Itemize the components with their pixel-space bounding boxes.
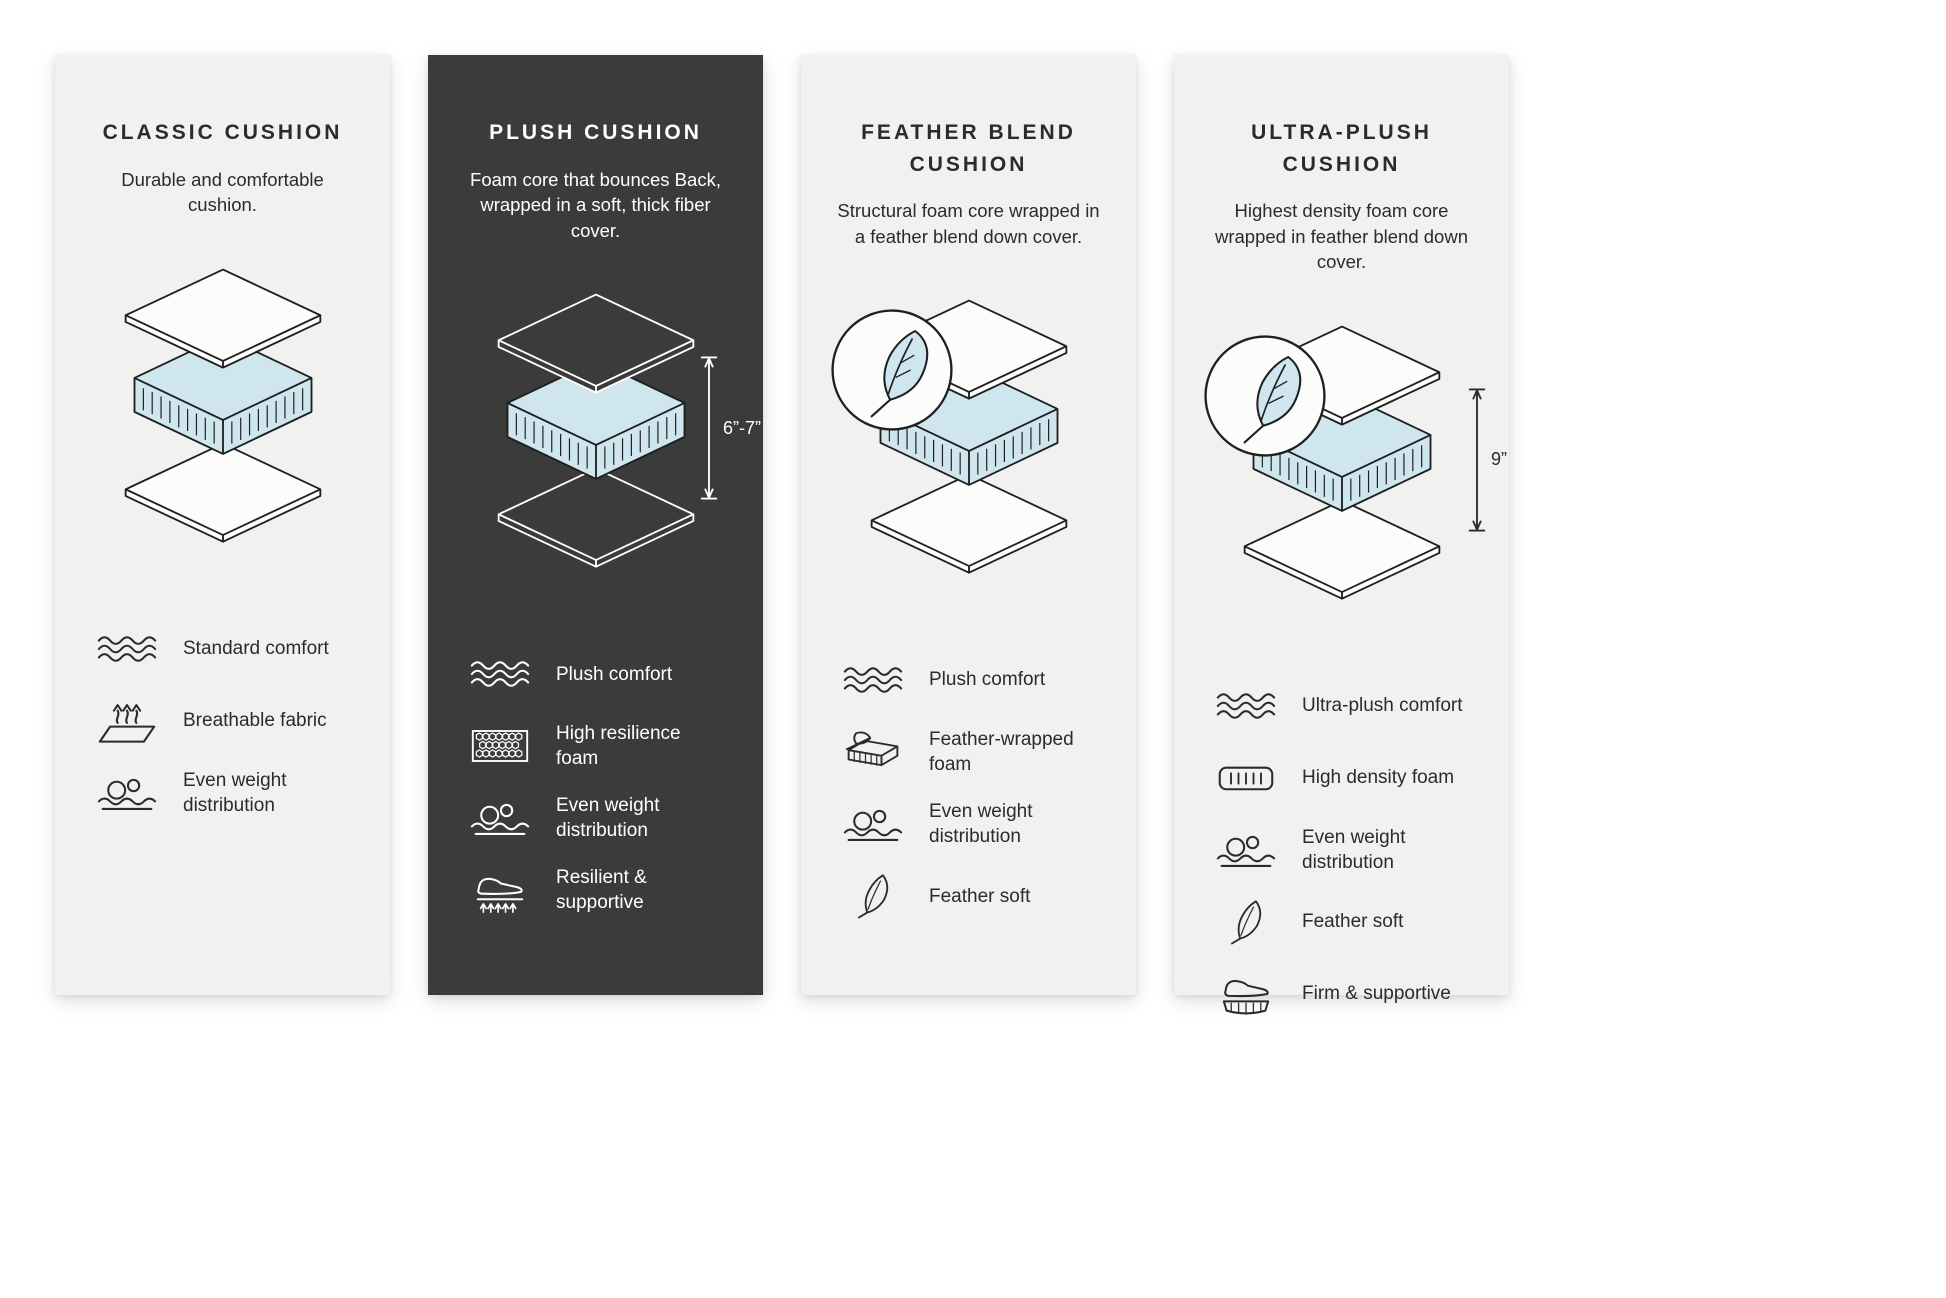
feature-label: Even weight distribution <box>556 795 660 842</box>
breathable-icon <box>97 697 157 745</box>
card-plush-cushion: PLUSH CUSHION Foam core that bounces Bac… <box>428 55 763 995</box>
feature-item: Even weight distribution <box>470 793 747 843</box>
feature-label: Standard comfort <box>183 637 329 659</box>
weight-icon <box>843 800 903 848</box>
feature-item: Feather-wrapped foam <box>843 727 1120 777</box>
weight-icon <box>1216 826 1276 874</box>
feature-label: Even weight distribution <box>1302 826 1406 873</box>
feature-list: Ultra-plush comfort High density foam Ev… <box>1174 681 1509 1019</box>
dimension-line-icon <box>698 353 720 503</box>
feature-item: High density foam <box>1216 753 1493 803</box>
card-title: CLASSIC CUSHION <box>102 121 343 144</box>
cushion-diagram <box>801 293 1136 623</box>
cushion-diagram: 9” <box>1174 319 1509 649</box>
cushion-layers-illustration <box>478 287 714 572</box>
feature-label: Firm & supportive <box>1302 983 1451 1005</box>
feature-item: Standard comfort <box>97 624 374 674</box>
feature-label: Plush comfort <box>929 669 1046 691</box>
feather-badge-icon <box>827 305 957 435</box>
feature-list: Standard comfort Breathable fabric Even … <box>55 624 390 818</box>
feather-icon <box>1216 898 1276 946</box>
feature-item: Plush comfort <box>843 655 1120 705</box>
feature-label: Even weight distribution <box>929 801 1033 848</box>
honeycomb-icon <box>470 722 530 770</box>
feather-wrapped-foam-icon <box>843 728 903 776</box>
wave-icon <box>843 656 903 704</box>
weight-icon <box>470 794 530 842</box>
cushion-diagram: 6”-7” <box>428 287 763 617</box>
weight-icon <box>97 769 157 817</box>
height-measurement: 6”-7” <box>698 349 761 507</box>
feature-item: Feather soft <box>1216 897 1493 947</box>
feature-item: Firm & supportive <box>1216 969 1493 1019</box>
wave-icon <box>97 625 157 673</box>
dimension-line-icon <box>1466 385 1488 535</box>
cushion-diagram <box>55 262 390 592</box>
feature-item: Even weight distribution <box>843 799 1120 849</box>
feature-item: Resilient & supportive <box>470 865 747 915</box>
feather-icon <box>843 872 903 920</box>
feature-label: Plush comfort <box>556 663 673 685</box>
card-description: Durable and comfortable cushion. <box>121 168 324 216</box>
firm-supportive-icon <box>1216 970 1276 1018</box>
height-measurement: 9” <box>1466 381 1507 539</box>
card-feather-blend-cushion: FEATHER BLEND CUSHION Structural foam co… <box>801 55 1136 995</box>
high-density-foam-icon <box>1216 754 1276 802</box>
feather-badge-icon <box>1200 331 1330 461</box>
measurement-label: 6”-7” <box>722 417 761 438</box>
card-title: PLUSH CUSHION <box>489 121 702 144</box>
wave-icon <box>470 650 530 698</box>
card-ultra-plush-cushion: ULTRA-PLUSH CUSHION Highest density foam… <box>1174 55 1509 995</box>
feature-list: Plush comfort High resilience foam Even … <box>428 649 763 915</box>
card-title: FEATHER BLEND CUSHION <box>861 121 1076 176</box>
feature-label: High density foam <box>1302 767 1455 788</box>
feature-item: Even weight distribution <box>97 768 374 818</box>
cushion-layers-illustration <box>105 262 341 547</box>
wave-icon <box>1216 682 1276 730</box>
feature-item: Feather soft <box>843 871 1120 921</box>
feature-label: Breathable fabric <box>183 709 327 731</box>
card-description: Highest density foam core wrapped in fea… <box>1214 200 1468 273</box>
card-title: ULTRA-PLUSH CUSHION <box>1251 121 1432 176</box>
feature-item: Even weight distribution <box>1216 825 1493 875</box>
feature-list: Plush comfort Feather-wrapped foam Even … <box>801 655 1136 921</box>
card-classic-cushion: CLASSIC CUSHION Durable and comfortable … <box>55 55 390 995</box>
measurement-label: 9” <box>1490 449 1507 470</box>
feature-label: Resilient & supportive <box>556 867 647 914</box>
feature-label: Feather soft <box>929 885 1031 907</box>
feature-label: Feather-wrapped foam <box>929 729 1074 776</box>
card-description: Foam core that bounces Back, wrapped in … <box>470 168 721 241</box>
feature-item: High resilience foam <box>470 721 747 771</box>
resilient-icon <box>470 866 530 914</box>
feature-label: Feather soft <box>1302 911 1404 933</box>
feature-item: Breathable fabric <box>97 696 374 746</box>
card-description: Structural foam core wrapped in a feathe… <box>837 200 1100 247</box>
cushion-comparison-board: CLASSIC CUSHION Durable and comfortable … <box>55 55 1509 995</box>
feature-label: Even weight distribution <box>183 769 287 816</box>
feature-item: Plush comfort <box>470 649 747 699</box>
feature-label: Ultra-plush comfort <box>1302 695 1463 716</box>
feature-item: Ultra-plush comfort <box>1216 681 1493 731</box>
feature-label: High resilience foam <box>556 723 681 770</box>
